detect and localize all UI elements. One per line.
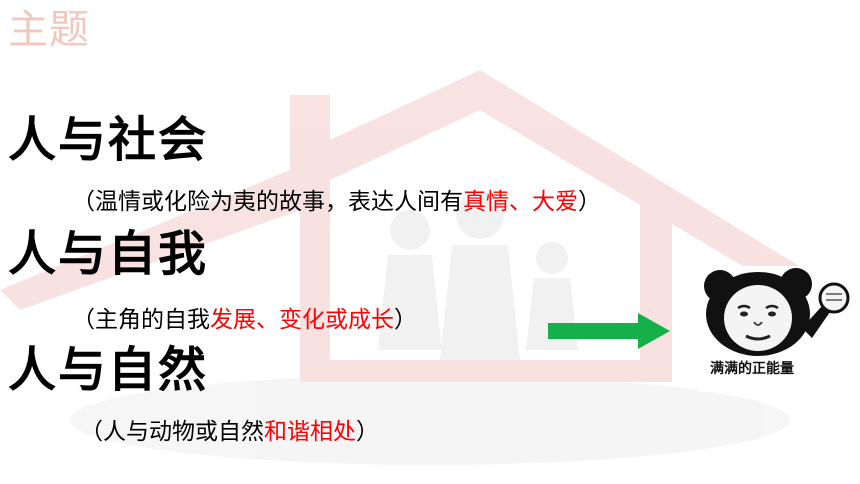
panda-face-icon <box>704 268 850 356</box>
detail-self: （主角的自我发展、变化或成长） <box>72 304 417 336</box>
detail-society-close: ） <box>578 189 601 215</box>
detail-self-highlight: 发展、变化或成长 <box>210 307 394 333</box>
heading-nature: 人与自然 <box>8 342 209 398</box>
detail-society-highlight: 真情、大爱 <box>463 189 578 215</box>
detail-nature-close: ） <box>356 419 379 445</box>
detail-society: （温情或化险为夷的故事，表达人间有真情、大爱） <box>72 186 601 218</box>
detail-nature-open: （人与动物或自然 <box>80 419 264 445</box>
slide-title: 主题 <box>8 7 90 53</box>
right-arrow-icon <box>548 313 670 349</box>
detail-nature: （人与动物或自然和谐相处） <box>80 416 379 448</box>
detail-self-open: （主角的自我 <box>72 307 210 333</box>
detail-nature-highlight: 和谐相处 <box>264 419 356 445</box>
heading-society: 人与社会 <box>8 112 209 168</box>
heading-self: 人与自我 <box>8 226 209 282</box>
detail-self-close: ） <box>394 307 417 333</box>
meme-caption: 满满的正能量 <box>710 361 794 377</box>
panda-meme-sticker: 满满的正能量 <box>698 266 858 392</box>
detail-society-open: （温情或化险为夷的故事，表达人间有 <box>72 189 463 215</box>
